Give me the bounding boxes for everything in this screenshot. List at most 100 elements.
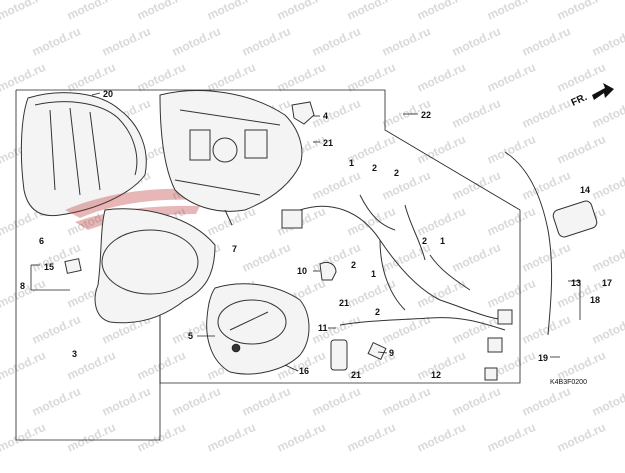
callout-18: 18 [590,295,600,305]
watermark-text: motod.ru [0,60,48,95]
callout-17: 17 [602,278,612,288]
wire-harness [281,194,513,381]
callout-14: 14 [580,185,590,195]
callout-2: 2 [394,168,399,178]
watermark-text: motod.ru [205,420,258,455]
watermark-text: motod.ru [0,348,48,383]
clamp-piece [367,341,387,361]
callout-21: 21 [351,370,361,380]
watermark-text: motod.ru [520,168,573,203]
watermark-text: motod.ru [590,168,625,203]
watermark-text: motod.ru [345,420,398,455]
callout-3: 3 [72,349,77,359]
watermark-text: motod.ru [555,132,608,167]
watermark-text: motod.ru [555,60,608,95]
watermark-text: motod.ru [135,0,188,23]
watermark-text: motod.ru [240,24,293,59]
watermark-text: motod.ru [275,0,328,23]
callout-8: 8 [20,281,25,291]
callout-5: 5 [188,331,193,341]
relay-unit [330,339,348,371]
callout-6: 6 [39,236,44,246]
callout-1: 1 [440,236,445,246]
watermark-text: motod.ru [520,240,573,275]
callout-2: 2 [422,236,427,246]
watermark-text: motod.ru [555,420,608,455]
watermark-text: motod.ru [555,276,608,311]
watermark-text: motod.ru [100,24,153,59]
small-mount-piece [64,258,82,274]
watermark-text: motod.ru [310,24,363,59]
group-border-lower [15,90,161,441]
watermark-text: motod.ru [415,60,468,95]
watermark-text: motod.ru [310,168,363,203]
watermark-text: motod.ru [345,0,398,23]
watermark-text: motod.ru [170,384,223,419]
watermark-text: motod.ru [450,240,503,275]
watermark-text: motod.ru [275,60,328,95]
watermark-text: motod.ru [380,384,433,419]
callout-16: 16 [299,366,309,376]
callout-1: 1 [349,158,354,168]
watermark-text: motod.ru [275,420,328,455]
watermark-text: motod.ru [555,0,608,23]
callout-10: 10 [297,266,307,276]
meter-assembly [206,283,310,375]
watermark-text: motod.ru [415,0,468,23]
meter-visor [20,92,147,217]
stay-bracket [291,101,315,125]
watermark-text: motod.ru [520,96,573,131]
watermark-text: motod.ru [345,60,398,95]
watermark-text: motod.ru [590,240,625,275]
watermark-text: motod.ru [590,24,625,59]
watermark-text: motod.ru [345,276,398,311]
watermark-text: motod.ru [135,420,188,455]
callout-4: 4 [323,111,328,121]
callout-7: 7 [232,244,237,254]
callout-2: 2 [351,260,356,270]
watermark-text: motod.ru [485,420,538,455]
speedometer-cable [504,151,598,336]
watermark-text: motod.ru [310,384,363,419]
watermark-text: motod.ru [485,132,538,167]
diagram-part-code: K4B3F0200 [550,379,587,386]
watermark-text: motod.ru [170,24,223,59]
watermark-text: motod.ru [485,276,538,311]
callout-21: 21 [339,298,349,308]
watermark-text: motod.ru [520,384,573,419]
watermark-text: motod.ru [380,168,433,203]
watermark-text: motod.ru [450,384,503,419]
callout-11: 11 [318,323,328,333]
meter-panel [94,208,216,324]
watermark-text: motod.ru [30,312,83,347]
watermark-text: motod.ru [0,0,48,23]
watermark-text: motod.ru [65,0,118,23]
watermark-text: motod.ru [310,96,363,131]
watermark-text: motod.ru [590,96,625,131]
callout-12: 12 [431,370,441,380]
watermark-text: motod.ru [380,312,433,347]
watermark-text: motod.ru [30,384,83,419]
watermark-text: motod.ru [135,60,188,95]
watermark-text: motod.ru [415,420,468,455]
watermark-text: motod.ru [520,312,573,347]
callout-1: 1 [371,269,376,279]
watermark-text: motod.ru [415,204,468,239]
watermark-text: motod.ru [450,96,503,131]
watermark-text: motod.ru [415,132,468,167]
watermark-text: motod.ru [65,420,118,455]
callout-13: 13 [571,278,581,288]
callout-2: 2 [375,307,380,317]
front-direction-arrow [592,83,614,100]
watermark-text: motod.ru [590,384,625,419]
watermark-text: motod.ru [485,204,538,239]
watermark-text: motod.ru [485,0,538,23]
callout-20: 20 [103,89,113,99]
watermark-text: motod.ru [0,420,48,455]
watermark-text: motod.ru [205,60,258,95]
callout-9: 9 [389,348,394,358]
watermark-text: motod.ru [380,24,433,59]
callout-labels: 20 4 21 22 1 2 2 6 7 15 8 2 1 10 2 1 21 … [20,89,612,380]
callout-21: 21 [323,138,333,148]
